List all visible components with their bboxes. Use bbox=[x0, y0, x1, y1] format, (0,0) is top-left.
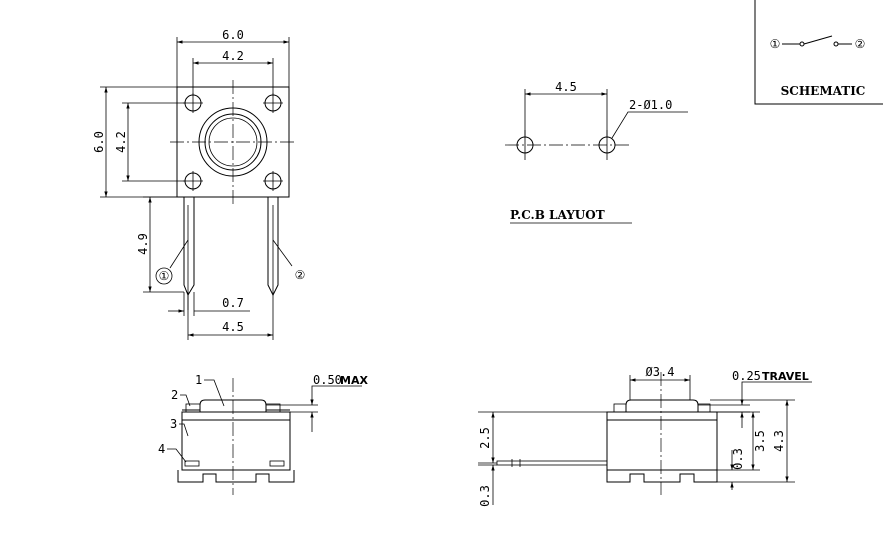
height-4-3: 4.3 bbox=[772, 430, 786, 452]
pcb-pitch: 4.5 bbox=[555, 80, 577, 94]
front-base bbox=[177, 470, 295, 483]
side-lead bbox=[496, 460, 608, 466]
schematic-box: ① ② SCHEMATIC bbox=[754, 0, 883, 105]
top-view: 6.0 4.2 6.0 4.2 4.9 ① 0.7 bbox=[92, 28, 305, 340]
max-value: 0.50 bbox=[313, 373, 342, 387]
dim-width-outer: 6.0 bbox=[222, 28, 244, 42]
dim-height-outer: 6.0 bbox=[92, 131, 106, 153]
side-base bbox=[606, 470, 718, 483]
body-height: 2.5 bbox=[478, 427, 492, 449]
side-body bbox=[606, 411, 718, 471]
actuator-inner-circle bbox=[204, 113, 262, 171]
lead-thickness: 0.3 bbox=[478, 485, 492, 507]
lead-left bbox=[183, 197, 195, 297]
actuator-outer-circle bbox=[198, 107, 268, 177]
actuator-diameter: Ø3.4 bbox=[646, 365, 675, 379]
travel-value: 0.25 bbox=[732, 369, 761, 383]
callout-1: 1 bbox=[195, 373, 202, 387]
dim-height-pitch: 4.2 bbox=[114, 131, 128, 153]
travel-label: TRAVEL bbox=[762, 370, 809, 383]
front-view: 1 2 3 4 0.50 MAX bbox=[158, 373, 368, 495]
schematic-label: SCHEMATIC bbox=[781, 84, 866, 98]
dim-width-pitch: 4.2 bbox=[222, 49, 244, 63]
dim-pin-span: 4.5 bbox=[222, 320, 244, 334]
pcb-hole-spec: 2-Ø1.0 bbox=[629, 98, 672, 112]
max-label: MAX bbox=[340, 374, 368, 387]
side-actuator bbox=[625, 399, 699, 412]
front-body bbox=[181, 411, 291, 471]
callout-4: 4 bbox=[158, 442, 165, 456]
pcb-layout: 4.5 2-Ø1.0 P.C.B LAYUOT bbox=[505, 80, 688, 224]
callout-3: 3 bbox=[170, 417, 177, 431]
pcb-title: P.C.B LAYUOT bbox=[510, 208, 605, 222]
callout-2: 2 bbox=[171, 388, 178, 402]
side-view: Ø3.4 0.25 TRAVEL 2.5 0.3 0.3 3.5 4.3 bbox=[478, 365, 812, 507]
pin-left-number: ① bbox=[159, 269, 170, 283]
base-offset: 0.3 bbox=[731, 448, 745, 470]
dim-pin-width: 0.7 bbox=[222, 296, 244, 310]
schematic-pin1: ① bbox=[770, 37, 781, 51]
pin-right-number: ② bbox=[295, 268, 306, 282]
switch-contact bbox=[803, 35, 833, 45]
front-actuator bbox=[199, 399, 267, 412]
height-3-5: 3.5 bbox=[753, 430, 767, 452]
pin-number-circle bbox=[155, 267, 173, 285]
dim-pin-length: 4.9 bbox=[136, 233, 150, 255]
schematic-pin2: ② bbox=[855, 37, 866, 51]
